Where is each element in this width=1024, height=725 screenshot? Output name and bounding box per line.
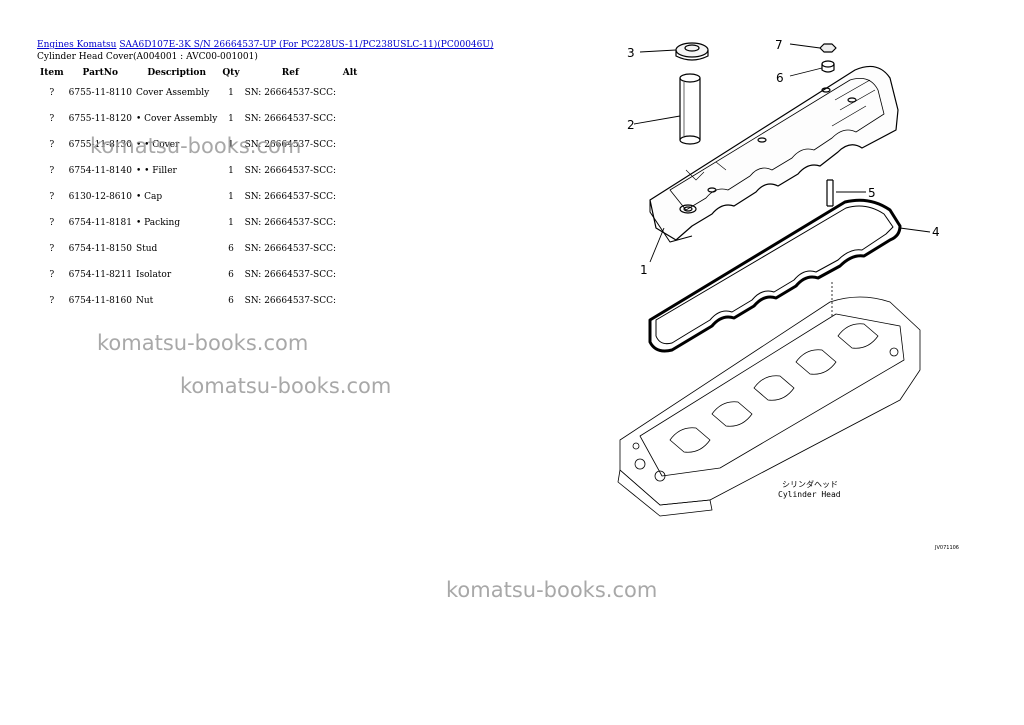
callout-1: 1 bbox=[640, 263, 648, 277]
table-row: ? 6130-12-8610• Cap 1 SN: 26664537-SCC: bbox=[37, 184, 362, 210]
cell-alt bbox=[338, 236, 362, 262]
cell-item: ? bbox=[49, 244, 55, 254]
cell-alt bbox=[338, 106, 362, 132]
callout-leaders bbox=[633, 43, 931, 263]
header-alt: Alt bbox=[342, 68, 358, 78]
cell-desc: • • Filler bbox=[135, 166, 177, 176]
cell-ref: SN: 26664537-SCC: bbox=[244, 296, 337, 306]
cell-qty: 6 bbox=[228, 244, 234, 254]
cell-qty: 6 bbox=[228, 270, 234, 280]
cell-ref: SN: 26664537-SCC: bbox=[244, 192, 337, 202]
cylinder-head-label-en: Cylinder Head bbox=[778, 490, 841, 499]
header-description: Description bbox=[147, 68, 206, 78]
table-row: ? 6754-11-8181• Packing 1 SN: 26664537-SCC: bbox=[37, 210, 362, 236]
table-row: ? 6755-11-8130• • Cover 1 SN: 26664537-SCC: bbox=[37, 132, 362, 158]
cell-ref: SN: 26664537-SCC: bbox=[244, 166, 337, 176]
cell-qty: 1 bbox=[228, 218, 234, 228]
cell-qty: 6 bbox=[228, 296, 234, 306]
cover-part bbox=[649, 65, 899, 243]
cell-qty: 1 bbox=[228, 192, 234, 202]
cell-item: ? bbox=[49, 166, 55, 176]
callout-7: 7 bbox=[775, 38, 783, 52]
callout-5: 5 bbox=[868, 186, 876, 200]
cell-desc: • Cap bbox=[135, 192, 163, 202]
parts-table-header: Item PartNo Description Qty Ref Alt bbox=[37, 66, 362, 80]
parts-table: Item PartNo Description Qty Ref Alt ? 675… bbox=[37, 66, 362, 314]
cell-ref: SN: 26664537-SCC: bbox=[244, 88, 337, 98]
cell-part: 6755-11-8120 bbox=[68, 114, 132, 124]
header-partno: PartNo bbox=[82, 68, 119, 78]
cell-desc: • Packing bbox=[135, 218, 181, 228]
cell-item: ? bbox=[49, 218, 55, 228]
header-ref: Ref bbox=[281, 68, 299, 78]
callout-6: 6 bbox=[776, 71, 784, 85]
cell-item: ? bbox=[49, 88, 55, 98]
packing-part bbox=[648, 198, 902, 353]
callout-2: 2 bbox=[627, 118, 635, 132]
cell-desc: Nut bbox=[135, 296, 154, 306]
breadcrumb-link-engines[interactable]: Engines Komatsu bbox=[37, 40, 117, 50]
cell-part: 6755-11-8110 bbox=[68, 88, 132, 98]
cell-ref: SN: 26664537-SCC: bbox=[244, 114, 337, 124]
cylinder-head-label-jp: シリンダヘッド bbox=[782, 479, 838, 489]
cell-alt bbox=[338, 288, 362, 314]
cell-part: 6754-11-8211 bbox=[68, 270, 132, 280]
cell-part: 6755-11-8130 bbox=[68, 140, 132, 150]
breadcrumb-link-model[interactable]: SAA6D107E-3K S/N 26664537-UP (For PC228U… bbox=[119, 40, 494, 50]
cell-item: ? bbox=[49, 192, 55, 202]
stud-part bbox=[826, 179, 834, 207]
cell-part: 6754-11-8160 bbox=[68, 296, 132, 306]
table-row: ? 6754-11-8140• • Filler 1 SN: 26664537-SCC… bbox=[37, 158, 362, 184]
callout-3: 3 bbox=[627, 46, 635, 60]
cell-item: ? bbox=[49, 140, 55, 150]
header-qty: Qty bbox=[222, 68, 240, 78]
cell-ref: SN: 26664537-SCC: bbox=[244, 244, 337, 254]
cell-desc: Isolator bbox=[135, 270, 172, 280]
exploded-parts-diagram: 3 2 1 7 6 5 4 シリンダヘッド Cylinder Head JV07… bbox=[617, 38, 959, 551]
cell-desc: Cover Assembly bbox=[135, 88, 210, 98]
callout-4: 4 bbox=[932, 225, 940, 239]
table-row: ? 6755-11-8120• Cover Assembly 1 SN: 266645… bbox=[37, 106, 362, 132]
cell-item: ? bbox=[49, 270, 55, 280]
cylinder-head-part bbox=[617, 280, 921, 517]
cap-part bbox=[675, 42, 709, 61]
diagram-code: JV071106 bbox=[934, 545, 959, 551]
cell-part: 6754-11-8140 bbox=[68, 166, 132, 176]
cell-alt bbox=[338, 158, 362, 184]
cell-alt bbox=[338, 262, 362, 288]
cell-item: ? bbox=[49, 114, 55, 124]
nut-part bbox=[819, 43, 837, 53]
cell-qty: 1 bbox=[228, 114, 234, 124]
page-subtitle: Cylinder Head Cover(A004001 : AVC00-0010… bbox=[37, 52, 258, 62]
watermark: komatsu-books.com bbox=[180, 374, 392, 398]
cell-item: ? bbox=[49, 296, 55, 306]
cell-desc: • Cover Assembly bbox=[135, 114, 218, 124]
cell-qty: 1 bbox=[228, 140, 234, 150]
cell-alt bbox=[338, 80, 362, 106]
cell-ref: SN: 26664537-SCC: bbox=[244, 218, 337, 228]
cell-part: 6130-12-8610 bbox=[68, 192, 132, 202]
cell-qty: 1 bbox=[228, 88, 234, 98]
cell-desc: • • Cover bbox=[135, 140, 180, 150]
header-item: Item bbox=[40, 68, 64, 78]
cell-qty: 1 bbox=[228, 166, 234, 176]
watermark: komatsu-books.com bbox=[97, 331, 309, 355]
breadcrumb: Engines Komatsu SAA6D107E-3K S/N 2666453… bbox=[37, 40, 493, 51]
cell-part: 6754-11-8181 bbox=[68, 218, 132, 228]
filler-part bbox=[679, 73, 701, 145]
cell-part: 6754-11-8150 bbox=[68, 244, 132, 254]
cell-desc: Stud bbox=[135, 244, 158, 254]
cell-alt bbox=[338, 184, 362, 210]
cell-ref: SN: 26664537-SCC: bbox=[244, 270, 337, 280]
cell-ref: SN: 26664537-SCC: bbox=[244, 140, 337, 150]
cell-alt bbox=[338, 132, 362, 158]
watermark: komatsu-books.com bbox=[446, 578, 658, 602]
cell-alt bbox=[338, 210, 362, 236]
isolator-part bbox=[821, 60, 835, 73]
